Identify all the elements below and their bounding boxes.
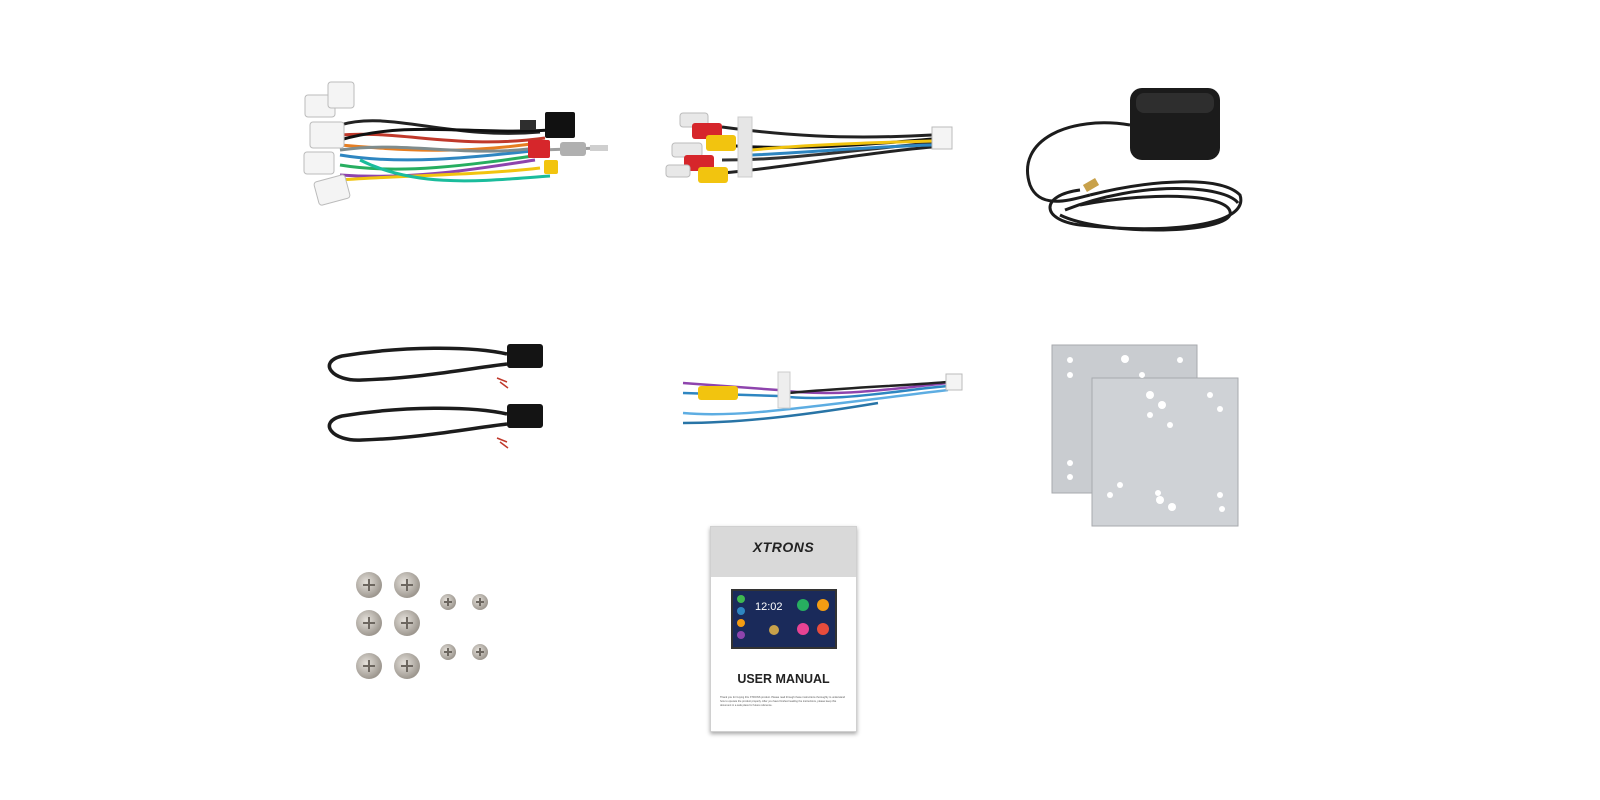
manual-brand-logo: XTRONS — [752, 539, 815, 555]
app-icon — [737, 631, 745, 639]
user-manual: XTRONS 12:02 USER MANUAL Thank you for b… — [710, 526, 857, 732]
screws-image — [352, 570, 497, 685]
wiring-harness-image — [300, 80, 610, 210]
manual-screen-clock: 12:02 — [755, 601, 783, 613]
rca-cable-image — [662, 105, 962, 195]
app-icon — [797, 623, 809, 635]
usb-cable-image — [322, 338, 552, 453]
manual-header-band — [711, 527, 856, 577]
mounting-brackets-image — [1050, 344, 1250, 530]
app-icon — [737, 607, 745, 615]
app-icon — [769, 625, 779, 635]
app-icon — [817, 599, 829, 611]
app-icon — [817, 623, 829, 635]
app-icon — [737, 595, 745, 603]
manual-fine-print: Thank you for buying this XTRONS product… — [720, 696, 846, 707]
app-icon — [737, 619, 745, 627]
manual-cover-screen: 12:02 — [731, 589, 837, 649]
manual-title: USER MANUAL — [737, 672, 830, 686]
camera-cable-image — [678, 368, 968, 428]
gps-antenna-image — [1020, 85, 1250, 250]
app-icon — [797, 599, 809, 611]
